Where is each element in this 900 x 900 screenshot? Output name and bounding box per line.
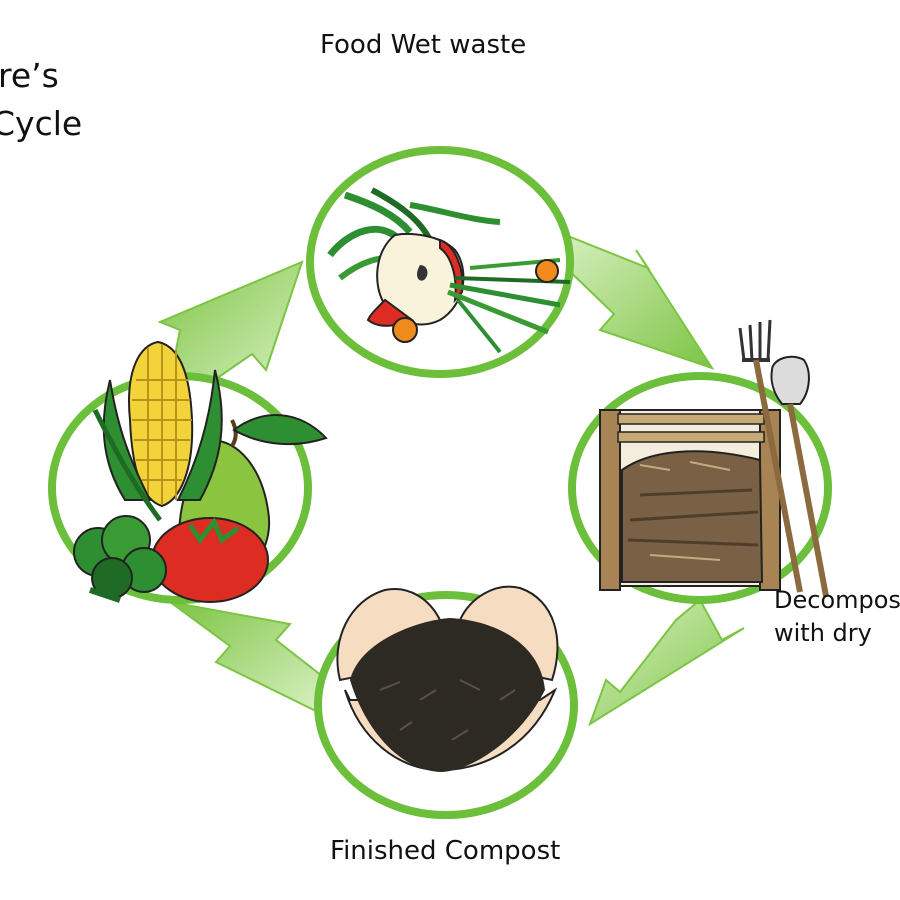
corn-icon — [92, 340, 223, 522]
stage-label-decomposition-line-2: with dry — [774, 619, 872, 647]
tomato-icon — [151, 517, 269, 603]
shovel-icon — [770, 355, 829, 597]
vegetable-scraps-icon — [327, 187, 571, 354]
stage-label-finished-compost: Finished Compost — [330, 836, 561, 866]
arrow-compost-to-produce — [169, 601, 324, 714]
diagram-title-line-1: re’s — [0, 56, 59, 95]
hands-holding-compost-icon — [336, 585, 559, 772]
stage-label-food-waste: Food Wet waste — [320, 30, 527, 60]
garden-fork-icon — [738, 319, 803, 593]
arrow-waste-to-bin — [556, 230, 715, 370]
arrow-bin-to-compost — [588, 598, 745, 727]
stage-label-decomposition-line-1: Decompos — [774, 586, 900, 614]
broccoli-icon — [73, 515, 167, 603]
compost-bin-icon — [599, 409, 781, 591]
diagram-title-line-2: Cycle — [0, 104, 83, 143]
